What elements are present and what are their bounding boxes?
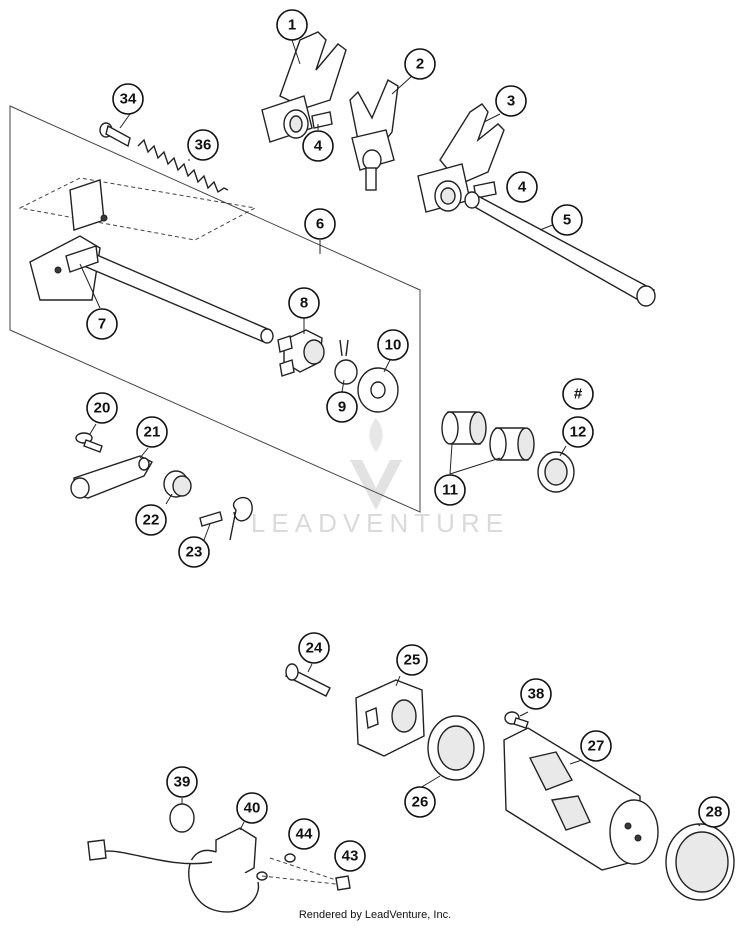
svg-text:36: 36 [195, 137, 212, 154]
callout-26[interactable]: 26 [404, 786, 436, 818]
svg-text:26: 26 [412, 794, 429, 811]
washer-44a[interactable] [284, 853, 296, 863]
svg-text:4: 4 [518, 179, 527, 196]
callout-5[interactable]: 5 [551, 204, 583, 236]
shift-drum-27[interactable] [503, 727, 659, 871]
callout-12[interactable]: 12 [562, 416, 594, 448]
roller-22[interactable] [163, 470, 192, 498]
bearing-26[interactable] [427, 715, 485, 781]
callout-11[interactable]: 11 [434, 474, 466, 506]
callout-43[interactable]: 43 [334, 840, 366, 872]
guide-pin-4a[interactable] [311, 111, 333, 129]
callout-2[interactable]: 2 [404, 48, 436, 80]
shift-fork-1[interactable] [261, 31, 347, 143]
callout-4a[interactable]: 4 [302, 130, 334, 162]
leader-lines [79, 39, 701, 885]
bearing-28[interactable] [665, 823, 735, 901]
svg-text:9: 9 [338, 399, 346, 416]
watermark-flame-icon [369, 418, 383, 452]
svg-text:34: 34 [120, 91, 137, 108]
svg-text:5: 5 [563, 212, 571, 229]
watermark: LEADVENTURE [251, 418, 509, 538]
svg-text:11: 11 [442, 482, 458, 499]
callout-20[interactable]: 20 [86, 392, 118, 424]
shift-shaft-assembly-frame [9, 105, 421, 513]
callout-38[interactable]: 38 [520, 678, 552, 710]
svg-text:43: 43 [342, 848, 359, 865]
callout-10[interactable]: 10 [377, 329, 409, 361]
shaft-seal-12[interactable] [537, 451, 575, 493]
callout-28[interactable]: 28 [698, 796, 730, 828]
spring-23[interactable] [199, 496, 253, 541]
svg-text:39: 39 [174, 774, 191, 791]
callout-8[interactable]: 8 [288, 287, 320, 319]
spring-36[interactable] [137, 138, 229, 194]
callout-4b[interactable]: 4 [506, 171, 538, 203]
shift-fork-2[interactable] [349, 78, 399, 191]
svg-text:20: 20 [94, 400, 111, 417]
spring-guide-7[interactable] [65, 245, 99, 273]
svg-text:40: 40 [244, 800, 261, 817]
svg-text:44: 44 [296, 826, 313, 843]
watermark-logo-icon [350, 460, 402, 510]
callout-25[interactable]: 25 [396, 644, 428, 676]
callout-hash[interactable]: # [562, 378, 594, 410]
callout-6[interactable]: 6 [304, 208, 336, 240]
callout-9[interactable]: 9 [326, 391, 358, 423]
o-ring-39[interactable] [169, 803, 195, 833]
bolt-34[interactable] [99, 122, 131, 148]
bolt-20[interactable] [75, 432, 103, 453]
svg-text:8: 8 [300, 295, 308, 312]
footer-credit: Rendered by LeadVenture, Inc. [299, 909, 451, 921]
shift-drum-locating-25[interactable] [355, 679, 425, 757]
svg-text:24: 24 [306, 640, 323, 657]
screw-38[interactable] [504, 711, 529, 729]
svg-text:38: 38 [528, 686, 545, 703]
shift-fork-3[interactable] [417, 103, 505, 213]
svg-text:23: 23 [186, 544, 203, 561]
dashed-detail-box [18, 177, 257, 241]
callout-34[interactable]: 34 [112, 83, 144, 115]
svg-text:1: 1 [288, 17, 296, 34]
svg-text:25: 25 [404, 652, 421, 669]
svg-text:4: 4 [314, 138, 323, 155]
callout-23[interactable]: 23 [178, 536, 210, 568]
svg-text:#: # [574, 386, 583, 403]
callout-40[interactable]: 40 [236, 792, 268, 824]
callout-7[interactable]: 7 [86, 308, 118, 340]
screw-43[interactable] [335, 875, 351, 891]
callout-1[interactable]: 1 [276, 9, 308, 41]
callout-22[interactable]: 22 [135, 504, 167, 536]
callout-44[interactable]: 44 [288, 818, 320, 850]
svg-text:2: 2 [416, 56, 424, 73]
slide-8[interactable] [277, 329, 325, 377]
svg-text:22: 22 [143, 512, 160, 529]
svg-text:10: 10 [385, 337, 402, 354]
locking-lever-21[interactable] [70, 455, 153, 499]
gear-position-sensor-40[interactable] [87, 827, 260, 913]
callout-27[interactable]: 27 [580, 730, 612, 762]
callout-3[interactable]: 3 [495, 85, 527, 117]
washer-10[interactable] [357, 367, 399, 413]
svg-text:21: 21 [144, 424, 161, 441]
needle-bearing-11b[interactable] [489, 427, 535, 461]
svg-text:12: 12 [570, 424, 587, 441]
svg-text:6: 6 [316, 216, 324, 233]
svg-text:27: 27 [588, 738, 605, 755]
callout-39[interactable]: 39 [166, 766, 198, 798]
callout-21[interactable]: 21 [136, 416, 168, 448]
svg-text:7: 7 [98, 316, 106, 333]
watermark-brand: LEADVENTURE [251, 508, 509, 538]
callout-24[interactable]: 24 [298, 632, 330, 664]
screw-24[interactable] [285, 663, 331, 697]
svg-text:3: 3 [507, 93, 515, 110]
callout-36[interactable]: 36 [187, 129, 219, 161]
retaining-ring-9[interactable] [334, 339, 358, 385]
fork-rail-5[interactable] [464, 191, 656, 307]
needle-bearing-11a[interactable] [441, 411, 487, 445]
svg-text:28: 28 [706, 804, 723, 821]
